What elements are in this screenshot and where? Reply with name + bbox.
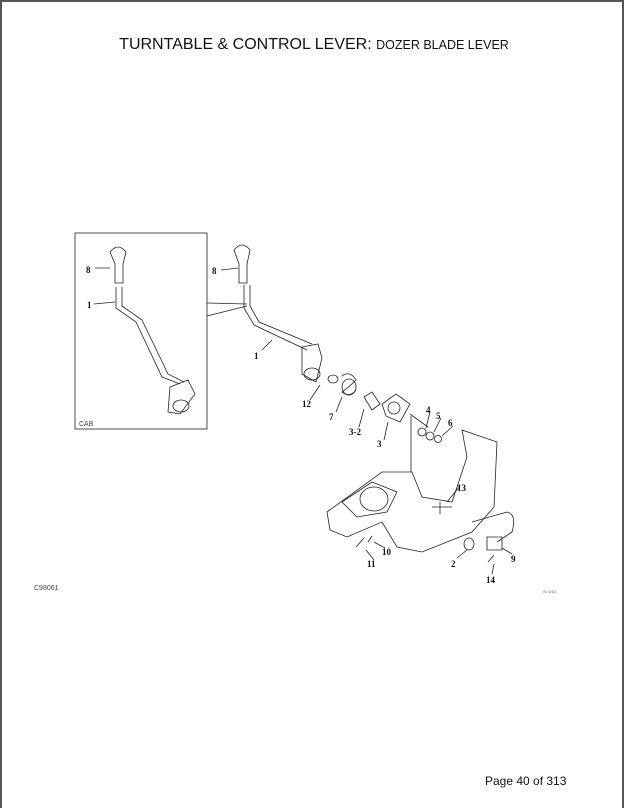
callout-3: 3 <box>377 439 382 449</box>
title-main: TURNTABLE & CONTROL LEVER: <box>119 36 372 53</box>
inset-label: CAB <box>79 421 94 428</box>
figure-code: C98061 <box>34 585 59 592</box>
inset-connector <box>206 302 248 317</box>
callout-13: 13 <box>457 483 467 493</box>
callout-inset-1: 1 <box>87 300 92 310</box>
callout-3-2: 3-2 <box>349 427 361 437</box>
scale-note: S=1/15 <box>543 589 557 594</box>
inset-box <box>74 232 208 430</box>
callout-inset-8: 8 <box>86 265 91 275</box>
inset-lever-drawing <box>109 246 196 415</box>
callout-6: 6 <box>448 418 453 428</box>
callout-11: 11 <box>367 559 376 569</box>
callout-2: 2 <box>451 559 456 569</box>
main-lever-drawing <box>233 244 515 563</box>
callout-5: 5 <box>436 411 441 421</box>
callout-14: 14 <box>486 575 496 585</box>
title-sub: DOZER BLADE LEVER <box>376 38 509 52</box>
page-title: TURNTABLE & CONTROL LEVER: DOZER BLADE L… <box>2 36 626 54</box>
callout-8: 8 <box>212 266 217 276</box>
callout-10: 10 <box>382 547 392 557</box>
callout-12: 12 <box>302 399 312 409</box>
callout-1: 1 <box>254 351 259 361</box>
callout-4: 4 <box>426 405 431 415</box>
callout-9: 9 <box>511 554 516 564</box>
callout-7: 7 <box>329 412 334 422</box>
page-number: Page 40 of 313 <box>485 774 567 788</box>
